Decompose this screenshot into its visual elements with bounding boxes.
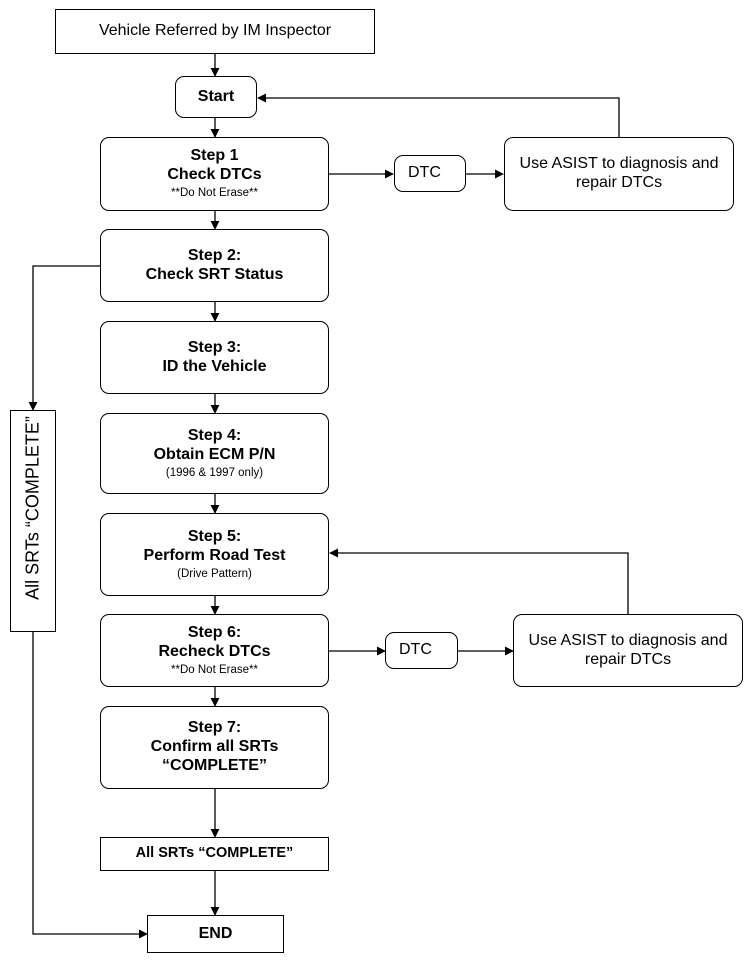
step6-note: **Do Not Erase** [171,663,258,676]
asist2-line2: repair DTCs [584,650,672,668]
bottom-complete-label: All SRTs “COMPLETE” [135,845,294,862]
node-dtc-1-label: DTC [408,164,441,182]
asist2-line1: Use ASIST to diagnosis and [528,631,728,649]
arrow-side-complete-to-end [32,632,148,939]
arrow-asist2-to-step5 [329,548,629,614]
node-dtc-1: DTC [394,155,466,192]
step1-title: Step 1 [190,147,239,165]
node-step7: Step 7: Confirm all SRTs “COMPLETE” [100,706,329,789]
step6-title: Step 6: [187,623,242,641]
step2-title: Step 2: [187,246,242,264]
step5-text: Perform Road Test [143,546,286,564]
arrow-step2-to-side-complete [28,265,100,411]
step7-title: Step 7: [187,719,242,737]
step7-text-1: Confirm all SRTs [150,738,279,756]
node-vehicle-referred-label: Vehicle Referred by IM Inspector [98,22,332,40]
node-vehicle-referred: Vehicle Referred by IM Inspector [55,9,375,54]
node-step4: Step 4: Obtain ECM P/N (1996 & 1997 only… [100,413,329,494]
step2-text: Check SRT Status [145,265,284,283]
arrow-asist1-to-start [257,93,620,137]
step5-note: (Drive Pattern) [177,567,252,580]
side-complete-label: All SRTs “COMPLETE” [22,416,43,600]
node-start: Start [175,76,257,118]
node-step6: Step 6: Recheck DTCs **Do Not Erase** [100,614,329,687]
node-dtc-2-label: DTC [399,641,432,659]
asist1-line1: Use ASIST to diagnosis and [519,155,719,173]
node-asist-1: Use ASIST to diagnosis and repair DTCs [504,137,734,211]
step4-text: Obtain ECM P/N [153,445,276,463]
node-end-label: END [198,924,233,942]
step6-text: Recheck DTCs [158,642,271,660]
node-end: END [147,915,284,953]
step1-note: **Do Not Erase** [171,187,258,200]
node-asist-2: Use ASIST to diagnosis and repair DTCs [513,614,743,687]
node-step2: Step 2: Check SRT Status [100,229,329,302]
node-step5: Step 5: Perform Road Test (Drive Pattern… [100,513,329,596]
step7-text-2: “COMPLETE” [162,756,267,774]
node-start-label: Start [197,87,235,105]
step4-title: Step 4: [187,426,242,444]
node-step3: Step 3: ID the Vehicle [100,321,329,394]
step1-text: Check DTCs [167,166,262,184]
step3-title: Step 3: [187,338,242,356]
node-all-srts-complete: All SRTs “COMPLETE” [100,837,329,871]
asist1-line2: repair DTCs [575,174,663,191]
node-dtc-2: DTC [385,632,458,669]
step3-text: ID the Vehicle [162,357,267,375]
node-step1: Step 1 Check DTCs **Do Not Erase** [100,137,329,211]
node-all-srts-complete-side [10,410,56,632]
step4-note: (1996 & 1997 only) [165,466,264,479]
step5-title: Step 5: [187,527,242,545]
